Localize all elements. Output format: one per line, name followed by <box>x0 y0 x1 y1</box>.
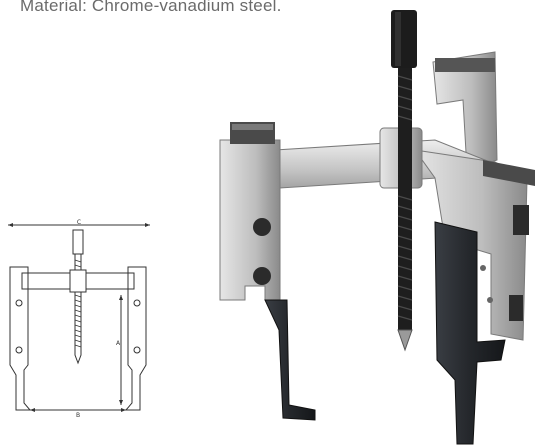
right-arm <box>124 266 147 411</box>
spindle-tip <box>397 329 413 352</box>
left-arm-hole-top <box>15 299 23 307</box>
material-caption: Material: Chrome-vanadium steel. <box>20 0 282 15</box>
spindle-nut <box>69 269 87 293</box>
two-arm-puller-photo <box>219 10 535 445</box>
left-arm <box>9 266 32 411</box>
left-jaw <box>264 299 316 421</box>
right-arm-clip-bottom <box>509 295 523 321</box>
rear-arm-cap <box>435 58 495 72</box>
left-arm <box>219 139 281 301</box>
dim-b-label: B <box>76 412 80 419</box>
dim-a-label: A <box>116 340 121 347</box>
spindle-thread <box>74 254 82 365</box>
right-arm-cap <box>483 160 535 186</box>
left-arm-bolt-bottom <box>253 267 271 285</box>
right-jaw <box>434 221 506 445</box>
right-arm-hole-top <box>133 299 141 307</box>
spindle-head <box>72 229 84 255</box>
left-arm-bolt-top <box>253 218 271 236</box>
puller-diagram: C A B <box>8 219 150 419</box>
right-arm-clip-top <box>513 205 529 235</box>
left-arm-hole-bottom <box>15 346 23 354</box>
dim-c-label: C <box>77 219 81 226</box>
spindle-thread <box>398 68 412 330</box>
spindle-hex-head <box>391 10 417 68</box>
right-arm-hole-bottom <box>133 346 141 354</box>
